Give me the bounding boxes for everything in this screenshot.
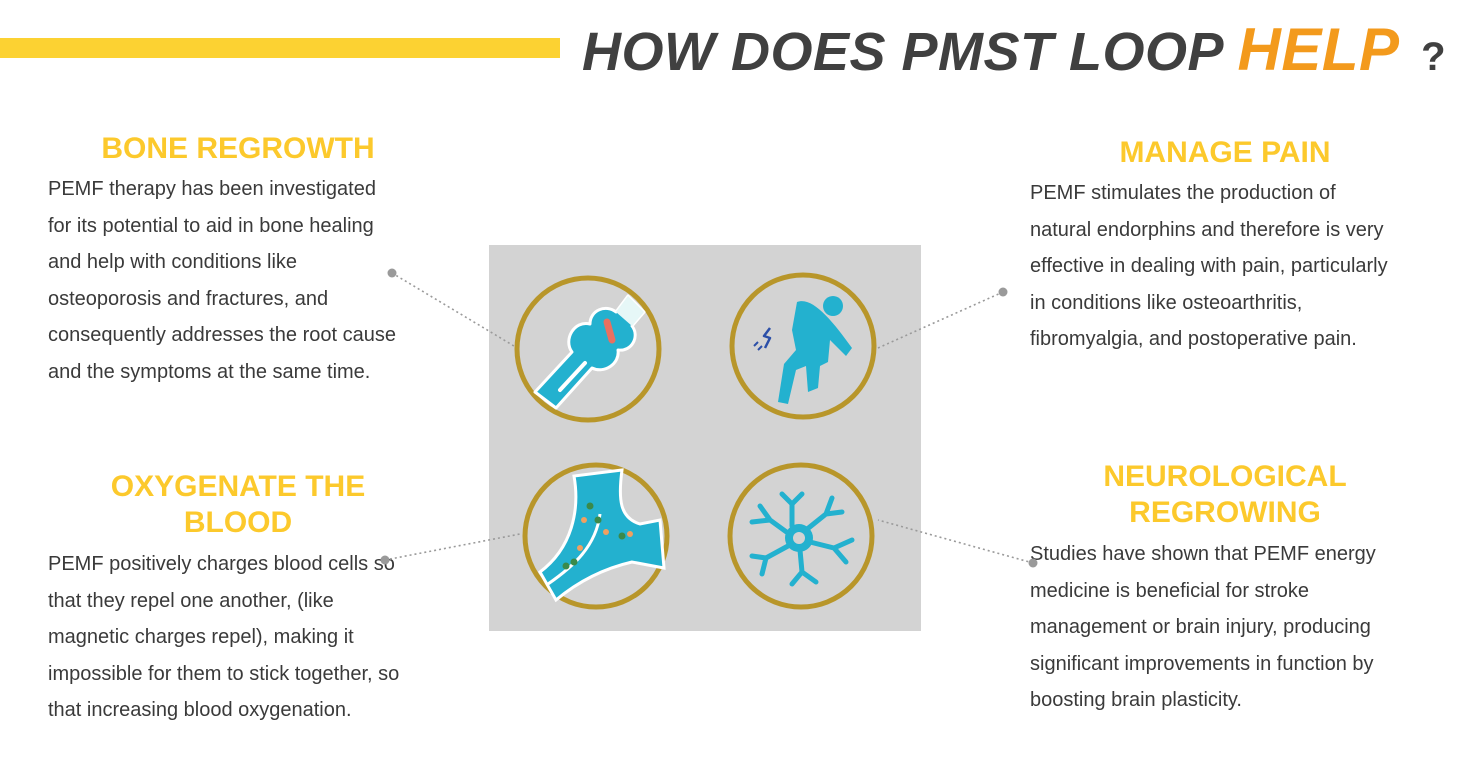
heading-line: OXYGENATE THE [110,470,366,503]
title-prefix: HOW DOES PMST LOOP [582,22,1223,82]
bone-regrowth-text: PEMF therapy has been investigated for i… [48,171,448,390]
manage-pain-text: PEMF stimulates the production of natura… [1030,175,1430,358]
text-line: natural endorphins and therefore is very [1030,218,1384,241]
text-line: effective in dealing with pain, particul… [1030,255,1388,277]
neuro-heading: NEUROLOGICAL REGROWING [1030,459,1420,531]
bone-regrowth-heading: BONE REGROWTH [101,132,375,165]
text-line: PEMF therapy has been investigated [48,178,376,200]
text-line: PEMF stimulates the production of [1030,182,1336,204]
text-line: magnetic charges repel), making it [48,626,354,648]
text-line: fibromyalgia, and postoperative pain. [1030,328,1357,350]
heading-line: BLOOD [183,506,293,539]
text-line: for its potential to aid in bone healing [48,214,374,237]
text-line: and the symptoms at the same time. [48,360,371,383]
oxygenate-heading: OXYGENATE THE BLOOD [48,469,428,541]
neuro-text: Studies have shown that PEMF energy medi… [1030,536,1430,719]
text-line: PEMF positively charges blood cells so [48,553,395,575]
text-line: boosting brain plasticity. [1030,689,1242,711]
manage-pain-heading: MANAGE PAIN [1119,136,1331,169]
page-title: HOW DOES PMST LOOP HELP ? [582,18,1446,89]
text-line: osteoporosis and fractures, and [48,287,329,310]
text-line: significant improvements in function by [1030,652,1374,675]
text-line: and help with conditions like [48,251,298,273]
text-line: that they repel one another, (like [48,589,334,612]
heading-line: NEUROLOGICAL [1103,460,1347,493]
connector-dot [998,287,1008,297]
oxygenate-text: PEMF positively charges blood cells so t… [48,546,448,729]
text-line: consequently addresses the root cause [48,324,396,346]
heading-line: REGROWING [1129,496,1321,529]
icon-panel [489,245,921,631]
title-suffix: ? [1421,35,1447,79]
text-line: in conditions like osteoarthritis, [1030,291,1303,314]
text-line: Studies have shown that PEMF energy [1030,543,1376,565]
text-line: that increasing blood oxygenation. [48,699,352,721]
accent-bar [0,38,560,58]
text-line: management or brain injury, producing [1030,616,1371,638]
text-line: impossible for them to stick together, s… [48,662,400,685]
title-highlight: HELP [1237,16,1400,83]
text-line: medicine is beneficial for stroke [1030,579,1310,602]
